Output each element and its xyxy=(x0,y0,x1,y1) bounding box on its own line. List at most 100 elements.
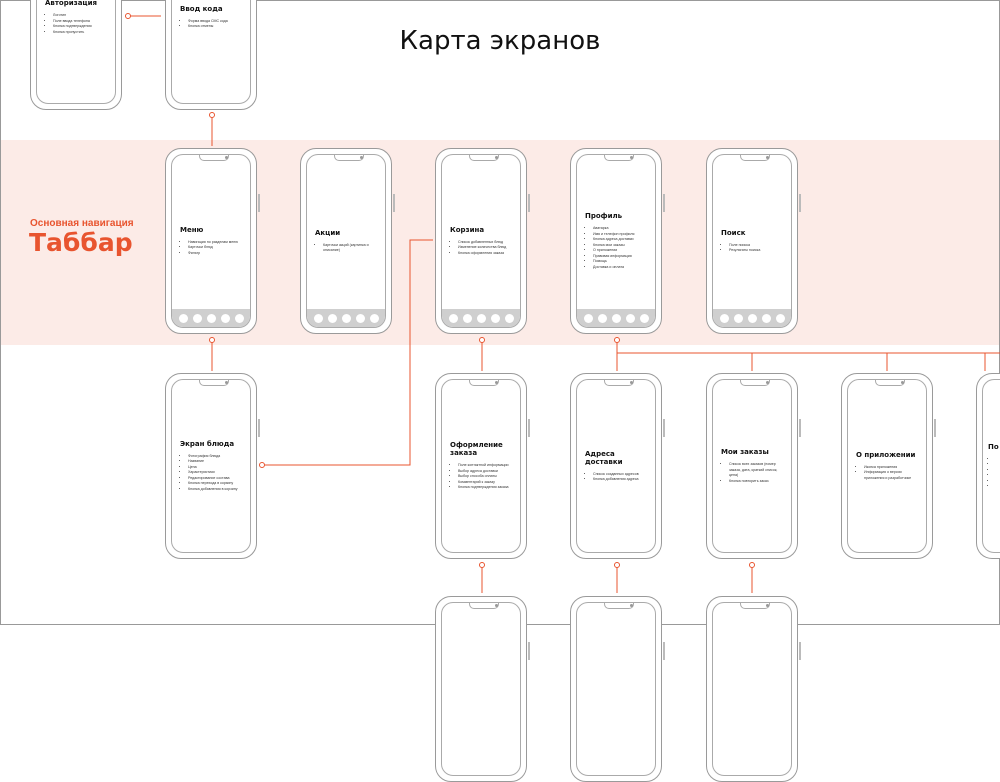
screen-addresses[interactable]: Адреса доставкиСписок созданных адресовК… xyxy=(570,373,665,559)
screen-orders[interactable]: Мои заказыСписок всех заказов (номер зак… xyxy=(706,373,801,559)
tab-icon[interactable] xyxy=(355,313,365,323)
notch xyxy=(604,380,634,386)
side-button xyxy=(393,194,395,212)
tab-icon[interactable] xyxy=(504,313,514,323)
tab-icon[interactable] xyxy=(597,313,607,323)
tab-icon[interactable] xyxy=(761,313,771,323)
side-button xyxy=(258,419,260,437)
screen-item: Навигация по разделам меню xyxy=(188,240,246,246)
screen-promo[interactable]: АкцииКарточки акций (картинка и описание… xyxy=(300,148,395,334)
screen-items: Поле поискаРезультаты поиска xyxy=(721,243,787,254)
tab-icon[interactable] xyxy=(327,313,337,323)
screen-item: Кнопка подтверждения заказа xyxy=(458,485,516,491)
screen-item: Выбор способа оплаты xyxy=(458,474,516,480)
tab-icon[interactable] xyxy=(220,313,230,323)
camera-icon xyxy=(630,604,633,607)
tab-icon[interactable] xyxy=(234,313,244,323)
screen-items: Фотография блюдаНазваниеЦенаХарактеристи… xyxy=(180,454,246,493)
notch xyxy=(875,380,905,386)
screen-item: Доставка и оплата xyxy=(593,265,651,271)
side-button xyxy=(528,194,530,212)
screen-n1[interactable] xyxy=(435,596,530,782)
screen-item: Кнопка добавления адреса xyxy=(593,477,651,483)
phone-screen: Адреса доставкиСписок созданных адресовК… xyxy=(576,379,656,553)
phone-screen xyxy=(576,602,656,776)
tab-icon[interactable] xyxy=(476,313,486,323)
tab-icon[interactable] xyxy=(583,313,593,323)
screen-search[interactable]: ПоискПоле поискаРезультаты поиска xyxy=(706,148,801,334)
screen-item: Кнопка мои заказы xyxy=(593,243,651,249)
notch xyxy=(469,155,499,161)
phone-screen: ПоискПоле поискаРезультаты поиска xyxy=(712,154,792,328)
screen-n2[interactable] xyxy=(570,596,665,782)
tab-icon[interactable] xyxy=(178,313,188,323)
camera-icon xyxy=(225,156,228,159)
screen-item: Название xyxy=(188,459,246,465)
screen-title: По xyxy=(988,442,999,451)
screen-code[interactable]: Ввод кодаФорма ввода СМС кодаКнопка отме… xyxy=(165,0,257,110)
screen-title: Ввод кода xyxy=(180,4,223,13)
screen-item: Кнопка подтверждения xyxy=(53,24,111,30)
screen-item: Результаты поиска xyxy=(729,248,787,254)
camera-icon xyxy=(495,381,498,384)
tab-icon[interactable] xyxy=(625,313,635,323)
phone-screen: Оформление заказаПоле контактной информа… xyxy=(441,379,521,553)
screen-item: Помощь xyxy=(593,259,651,265)
screen-title: О приложении xyxy=(856,450,916,459)
notch xyxy=(334,155,364,161)
phone-screen: О приложенииИконка приложенияИнформация … xyxy=(847,379,927,553)
camera-icon xyxy=(766,604,769,607)
screen-more[interactable]: По xyxy=(976,373,1000,559)
screen-items: Навигация по разделам менюКарточки блюдФ… xyxy=(180,240,246,257)
screen-dish[interactable]: Экран блюдаФотография блюдаНазваниеЦенаХ… xyxy=(165,373,260,559)
camera-icon xyxy=(225,381,228,384)
notch xyxy=(469,380,499,386)
tab-icon[interactable] xyxy=(775,313,785,323)
screen-item: Список созданных адресов xyxy=(593,472,651,478)
notch xyxy=(604,155,634,161)
screen-item: Иконка приложения xyxy=(864,465,922,471)
screen-cart[interactable]: КорзинаСписок добавленных блюдИзменение … xyxy=(435,148,530,334)
tab-icon[interactable] xyxy=(341,313,351,323)
tab-icon[interactable] xyxy=(490,313,500,323)
screen-menu[interactable]: МенюНавигация по разделам менюКарточки б… xyxy=(165,148,260,334)
tab-icon[interactable] xyxy=(192,313,202,323)
tab-icon[interactable] xyxy=(313,313,323,323)
screen-n3[interactable] xyxy=(706,596,801,782)
screen-checkout[interactable]: Оформление заказаПоле контактной информа… xyxy=(435,373,530,559)
tab-icon[interactable] xyxy=(369,313,379,323)
side-button xyxy=(799,642,801,660)
screen-item: Информация о версии приложения и разрабо… xyxy=(864,470,922,481)
tab-icon[interactable] xyxy=(719,313,729,323)
side-button xyxy=(528,419,530,437)
camera-icon xyxy=(630,381,633,384)
tab-icon[interactable] xyxy=(733,313,743,323)
notch xyxy=(740,155,770,161)
tab-icon[interactable] xyxy=(639,313,649,323)
nav-subtitle: Основная навигация xyxy=(30,218,134,229)
tab-icon[interactable] xyxy=(747,313,757,323)
tab-icon[interactable] xyxy=(448,313,458,323)
screen-title: Профиль xyxy=(585,212,623,220)
tab-icon[interactable] xyxy=(206,313,216,323)
screen-about[interactable]: О приложенииИконка приложенияИнформация … xyxy=(841,373,936,559)
screen-item: Аватарка xyxy=(593,226,651,232)
tab-icon[interactable] xyxy=(462,313,472,323)
screen-auth[interactable]: АвторизацияЛоготипПоле ввода телефонаКно… xyxy=(30,0,122,110)
notch xyxy=(199,380,229,386)
screen-profile[interactable]: ПрофильАватаркаИмя и телефон профиляКноп… xyxy=(570,148,665,334)
screen-item: Карточки акций (картинка и описание) xyxy=(323,243,381,254)
notch xyxy=(740,380,770,386)
side-button xyxy=(663,419,665,437)
tab-icon[interactable] xyxy=(611,313,621,323)
screen-item: Поле контактной информации xyxy=(458,463,516,469)
screen-item: Изменение количества блюд xyxy=(458,245,516,251)
screen-item: Правовая информация xyxy=(593,254,651,260)
phone-screen: АвторизацияЛоготипПоле ввода телефонаКно… xyxy=(36,0,116,104)
phone-screen: Мои заказыСписок всех заказов (номер зак… xyxy=(712,379,792,553)
screen-item: Поле ввода телефона xyxy=(53,19,111,25)
side-button xyxy=(934,419,936,437)
screen-title: Оформление заказа xyxy=(450,441,503,458)
screen-title: Мои заказы xyxy=(721,448,769,456)
screen-item: Характеристики xyxy=(188,470,246,476)
